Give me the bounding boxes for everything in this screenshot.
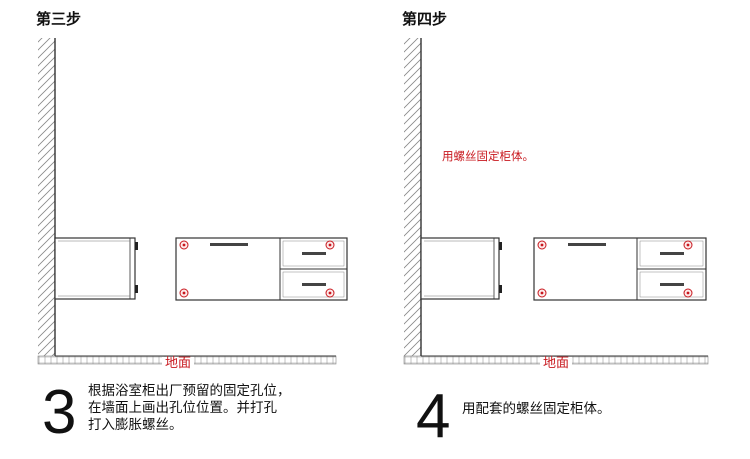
handle-drawer-bottom <box>660 283 684 286</box>
handle-drawer-bottom <box>302 283 326 286</box>
step4-title: 第四步 <box>402 10 448 28</box>
step3-title: 第三步 <box>36 10 82 28</box>
front-cabinet-step4 <box>533 237 707 301</box>
handle-main <box>568 243 606 246</box>
step3-caption-line: 在墙面上画出孔位位置。并打孔 <box>88 400 277 416</box>
wall-hatch-step4 <box>404 38 421 356</box>
panel-step3-drawing <box>37 38 348 365</box>
front-cabinet-step3 <box>175 237 348 301</box>
step3-caption-line: 根据浴室柜出厂预留的固定孔位， <box>88 383 291 399</box>
step4-note: 用螺丝固定柜体。 <box>442 149 534 163</box>
handle-main <box>210 243 248 246</box>
step3-number: 3 <box>42 378 77 447</box>
wall-hatch-step3 <box>38 38 55 356</box>
side-cabinet-step4 <box>420 237 502 300</box>
step4-caption-line: 用配套的螺丝固定柜体。 <box>462 401 611 417</box>
floor-label-step4: 地面 <box>540 357 573 371</box>
side-cabinet-step3 <box>54 237 138 300</box>
step3-caption: 根据浴室柜出厂预留的固定孔位， 在墙面上画出孔位位置。并打孔 打入膨胀螺丝。 <box>88 383 388 434</box>
step3-caption-line: 打入膨胀螺丝。 <box>88 417 183 433</box>
handle-drawer-top <box>660 252 684 255</box>
panel-step4-drawing <box>403 38 709 365</box>
handle-drawer-top <box>302 252 326 255</box>
floor-label-step3: 地面 <box>162 357 195 371</box>
step4-number: 4 <box>416 382 451 451</box>
step4-caption: 用配套的螺丝固定柜体。 <box>462 401 722 418</box>
